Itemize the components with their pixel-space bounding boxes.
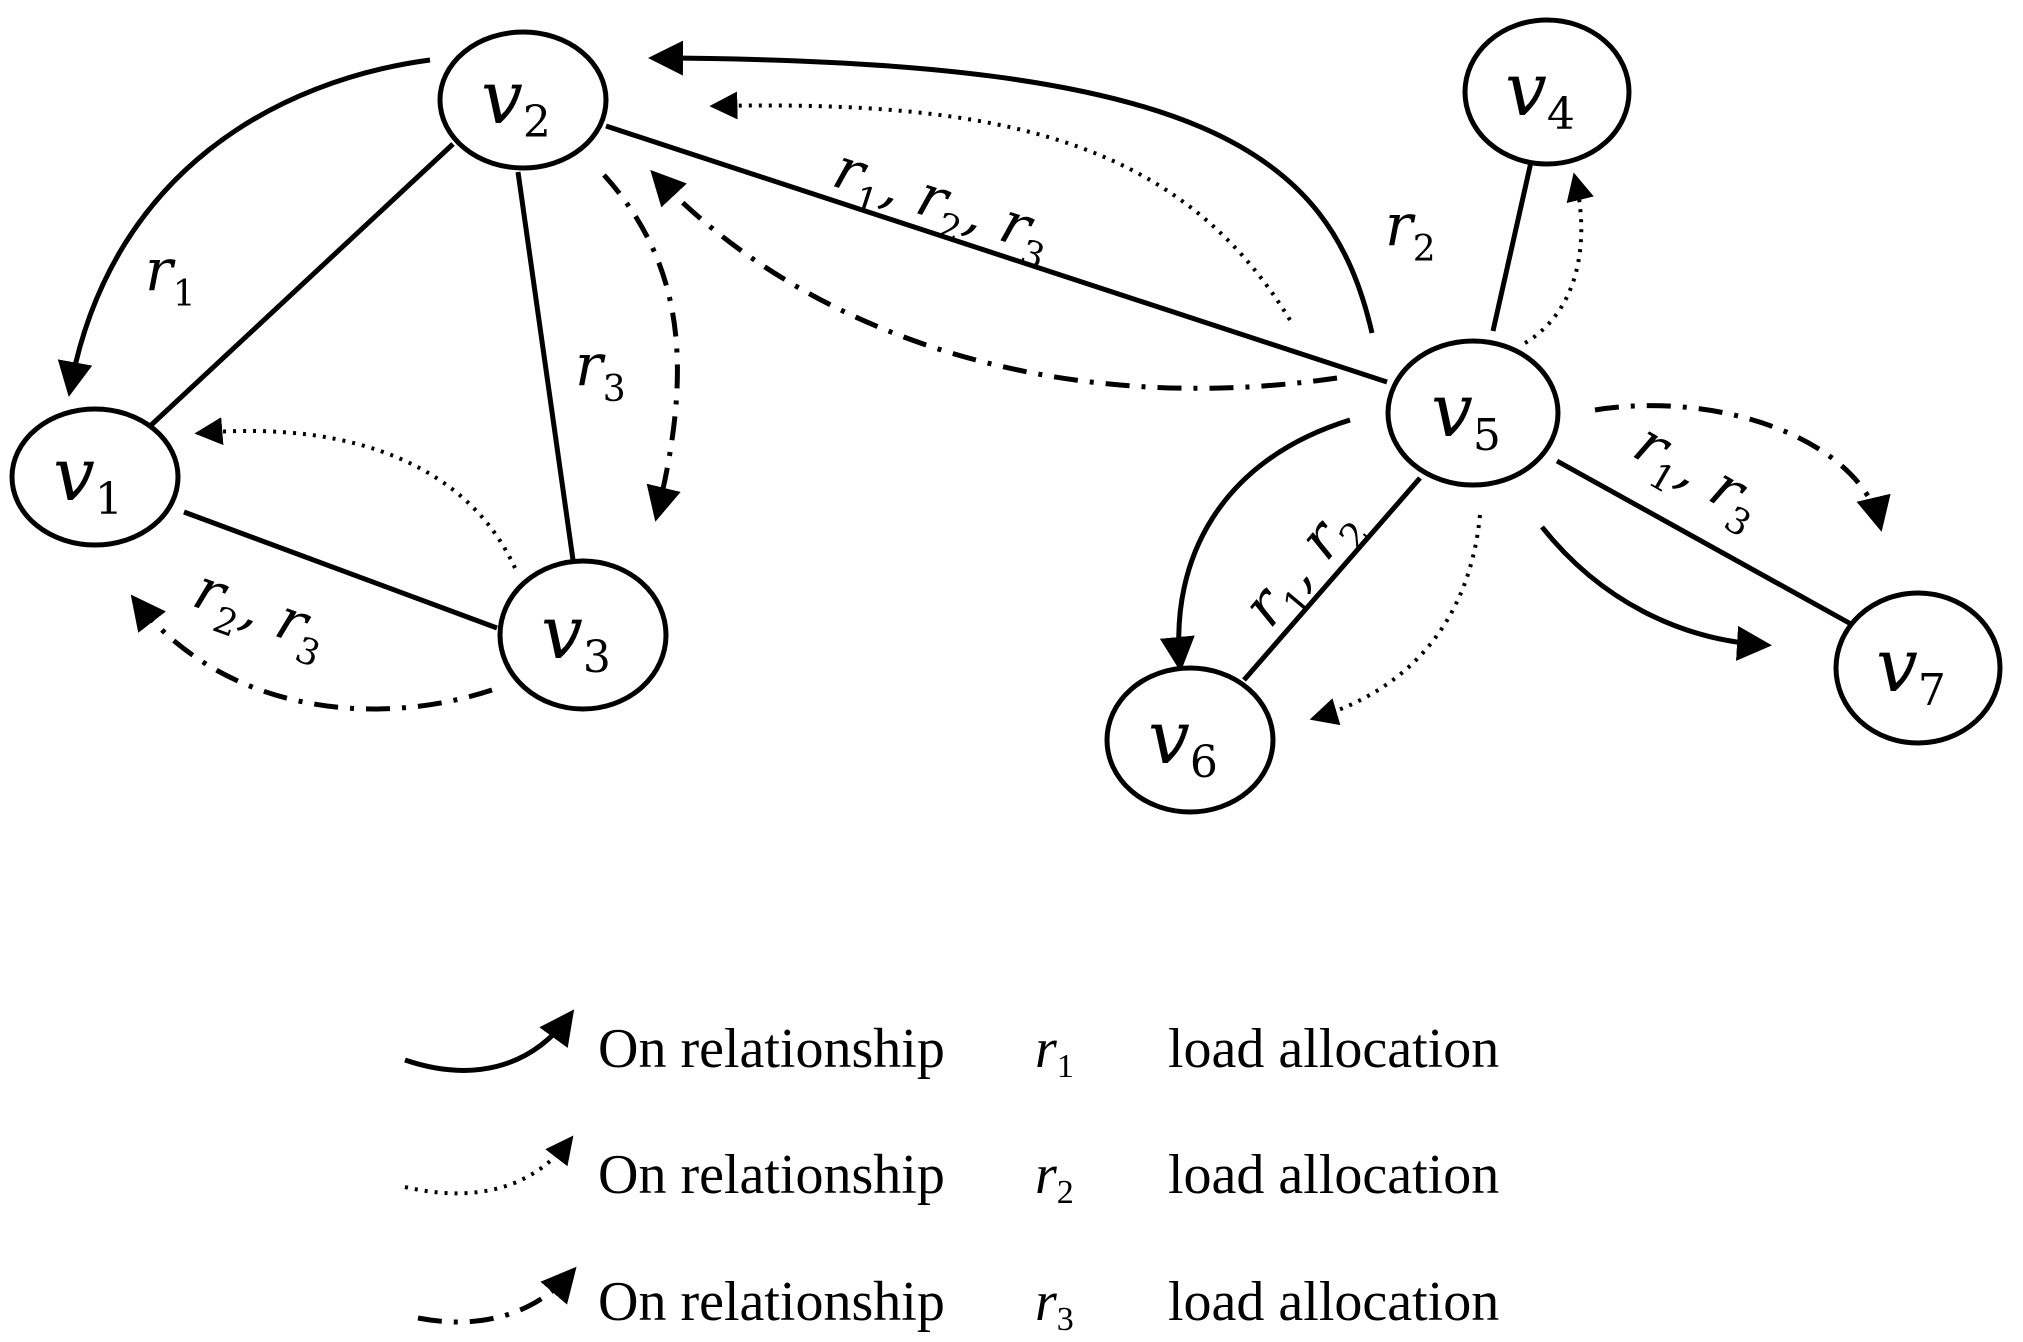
flow-r3-v5-to-v7: [1594, 403, 1891, 532]
flow-r3-v5-to-v2: [650, 169, 1338, 391]
svg-text:v4: v4: [1505, 47, 1575, 140]
legend-r2-var: r: [1035, 1144, 1057, 1206]
node-v6-sub: 6: [1190, 737, 1218, 788]
edge-labels: r1 r3 r2, r3 r1, r2, r3 r2 r1, r2 r1, r3: [145, 134, 1777, 676]
legend-dotted-arrow-icon: [404, 1135, 574, 1196]
node-v1-var: v: [53, 432, 95, 518]
node-v2-var: v: [481, 55, 523, 141]
edge-label-v2-v3: r3: [575, 331, 626, 410]
edge-label-v2-v1-sub-1: 1: [173, 274, 196, 315]
legend-solid-arrow-icon: [404, 1009, 575, 1073]
node-v6-var: v: [1148, 695, 1190, 781]
edge-v5-v6: [1242, 476, 1422, 682]
edge-label-v2-v5: r1, r2, r3: [822, 134, 1061, 279]
edge-label-v2-v3-sub-1: 3: [603, 369, 626, 410]
svg-text:v1: v1: [53, 432, 123, 525]
edge-label-v5-v6: r1, r2: [1229, 489, 1378, 646]
legend-r2-prefix: On relationship: [598, 1144, 945, 1206]
legend-r3-var: r: [1035, 1271, 1057, 1333]
edge-label-v5-v4: r2: [1385, 191, 1436, 270]
flow-r3-v2-to-v3: [602, 173, 681, 522]
edge-label-v5-v7: r1, r3: [1618, 408, 1777, 545]
legend-r2-sub: 2: [1057, 1174, 1074, 1211]
allocation-flows: [57, 40, 1891, 726]
legend-r1-suffix: load allocation: [1168, 1018, 1499, 1080]
legend-r1-var: r: [1035, 1018, 1057, 1080]
edge-v1-v3: [183, 509, 498, 631]
node-v4: v4: [1462, 17, 1632, 167]
edge-v2-v5: [605, 123, 1388, 385]
flow-r1-v5-to-v6: [1159, 417, 1351, 672]
svg-text:v7: v7: [1876, 623, 1946, 716]
edge-v2-v3: [515, 171, 576, 561]
node-v2-sub: 2: [523, 97, 551, 148]
edge-label-v5-v4-var-1: r: [1385, 191, 1416, 259]
node-v6: v6: [1104, 665, 1276, 815]
edge-label-v2-v1: r1: [145, 236, 196, 315]
svg-text:v5: v5: [1431, 368, 1501, 461]
svg-text:v2: v2: [481, 55, 551, 148]
svg-text:v6: v6: [1148, 695, 1218, 788]
flow-r2-v5-to-v2: [709, 91, 1292, 322]
legend-r3-suffix: load allocation: [1168, 1271, 1499, 1333]
node-v7: v7: [1833, 590, 2003, 746]
flow-r2-v5-to-v6: [1309, 514, 1482, 726]
svg-text:On relationship r2: On relationship r2 load allocation: [598, 1144, 1499, 1211]
legend-entry-r2: On relationship r2 load allocation: [404, 1135, 1499, 1211]
node-v3-sub: 3: [583, 632, 611, 683]
node-v4-var: v: [1505, 47, 1547, 133]
legend-entry-r1: On relationship r1 load allocation: [404, 1009, 1499, 1085]
graph-edges: [146, 123, 1853, 682]
legend-r3-prefix: On relationship: [598, 1271, 945, 1333]
node-v7-var: v: [1876, 623, 1918, 709]
flow-r1-v5-to-v7: [1540, 525, 1772, 661]
legend-dash-dot-arrow-icon: [417, 1266, 577, 1325]
node-v4-sub: 4: [1547, 89, 1575, 140]
node-v1: v1: [9, 406, 181, 548]
legend-r1-sub: 1: [1057, 1048, 1074, 1085]
flow-r1-v5-to-v2: [648, 40, 1375, 334]
node-v5-sub: 5: [1473, 410, 1501, 461]
legend: On relationship r1 load allocation On re…: [404, 1009, 1499, 1338]
svg-text:On relationship r1: On relationship r1 load allocation: [598, 1018, 1499, 1085]
node-v5: v5: [1385, 338, 1561, 488]
edge-label-v1-v3: r2, r3: [181, 554, 338, 675]
legend-r1-prefix: On relationship: [598, 1018, 945, 1080]
node-v3: v3: [497, 558, 669, 712]
edge-v5-v4: [1490, 161, 1534, 332]
node-v3-var: v: [541, 590, 583, 676]
legend-r3-sub: 3: [1057, 1301, 1074, 1338]
graph-nodes: v1 v2 v3 v4 v5 v6 v7: [9, 17, 2003, 815]
flow-r1-v2-to-v1: [57, 57, 431, 397]
edge-label-v5-v4-sub-1: 2: [1413, 229, 1436, 270]
flow-r2-v5-to-v4: [1523, 172, 1594, 345]
svg-text:On relationship r3: On relationship r3 load allocation: [598, 1271, 1499, 1338]
node-v1-sub: 1: [95, 474, 123, 525]
legend-r2-suffix: load allocation: [1168, 1144, 1499, 1206]
flow-r3-v3-to-v1: [130, 594, 493, 712]
flow-r2-v3-to-v1: [194, 417, 517, 569]
edge-v5-v7: [1555, 458, 1853, 627]
legend-entry-r3: On relationship r3 load allocation: [417, 1266, 1499, 1338]
svg-text:v3: v3: [541, 590, 611, 683]
edge-label-v2-v3-var-1: r: [575, 331, 606, 399]
node-v7-sub: 7: [1918, 665, 1946, 716]
node-v2: v2: [437, 29, 609, 171]
edge-label-v2-v1-var-1: r: [145, 236, 176, 304]
edge-v1-v2: [146, 142, 455, 430]
node-v5-var: v: [1431, 368, 1473, 454]
